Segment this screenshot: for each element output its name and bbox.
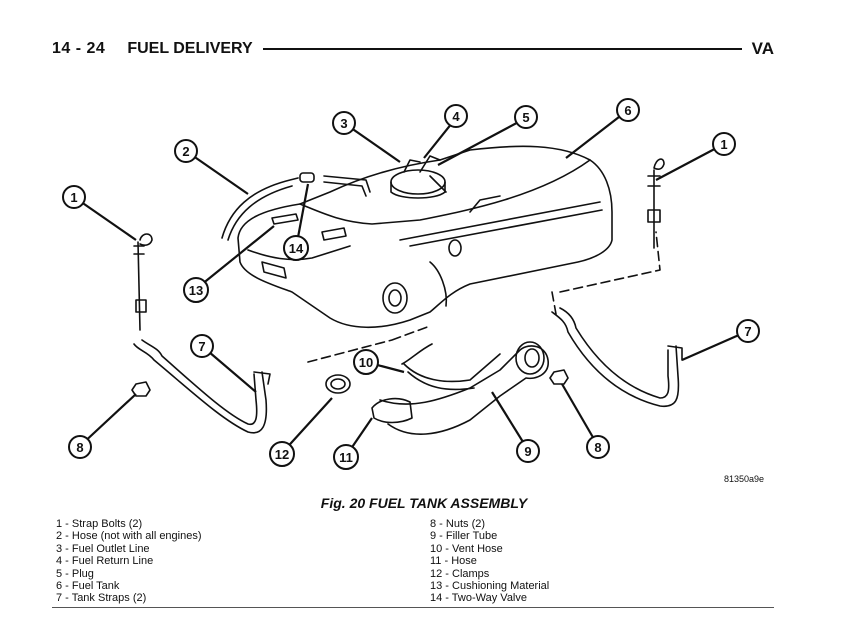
svg-text:12: 12: [275, 447, 289, 462]
svg-text:1: 1: [720, 137, 727, 152]
svg-text:11: 11: [339, 450, 353, 465]
legend-item: 11 - Hose: [430, 555, 477, 568]
svg-text:3: 3: [340, 116, 347, 131]
svg-text:10: 10: [359, 355, 373, 370]
callout-8-left: 8: [68, 435, 92, 459]
figure-caption: Fig. 20 FUEL TANK ASSEMBLY: [320, 495, 528, 511]
strap-bolt-left: [137, 241, 141, 331]
legend-item: 5 - Plug: [56, 567, 94, 580]
legend-item: 12 - Clamps: [430, 567, 490, 580]
legend-item: 3 - Fuel Outlet Line: [56, 542, 150, 555]
page-header: 14 - 24 FUEL DELIVERY VA: [52, 37, 774, 61]
callout-3: 3: [332, 111, 356, 135]
svg-text:7: 7: [744, 324, 751, 339]
svg-text:13: 13: [189, 283, 203, 298]
legend-item: 6 - Fuel Tank: [56, 580, 120, 593]
callout-7-left: 7: [190, 334, 214, 358]
legend-item: 14 - Two-Way Valve: [430, 592, 527, 605]
bottom-rule: [52, 607, 774, 608]
filler-tube-shape: [379, 345, 549, 435]
callout-11: 11: [333, 444, 359, 470]
callout-7-right: 7: [736, 319, 760, 343]
hose-shape: [221, 177, 299, 239]
legend-left: 1 - Strap Bolts (2) 2 - Hose (not with a…: [56, 518, 202, 605]
svg-text:2: 2: [182, 144, 189, 159]
callout-14: 14: [283, 235, 309, 261]
callout-8-right: 8: [586, 435, 610, 459]
page-number: 14 - 24: [52, 40, 106, 57]
callout-2: 2: [174, 139, 198, 163]
svg-text:8: 8: [594, 440, 601, 455]
legend-item: 13 - Cushioning Material: [430, 580, 550, 593]
svg-text:4: 4: [452, 109, 460, 124]
callout-10: 10: [353, 349, 379, 375]
callout-1-right: 1: [712, 132, 736, 156]
legend-right: 8 - Nuts (2) 9 - Filler Tube 10 - Vent H…: [430, 518, 549, 605]
callout-6: 6: [616, 98, 640, 122]
callout-9: 9: [516, 439, 540, 463]
fuel-tank-illustration: 2 3 4 5 6 1 1 7 7 8 8 9 10 11 12 13 14: [62, 98, 760, 470]
callout-13: 13: [183, 277, 209, 303]
svg-text:9: 9: [524, 444, 531, 459]
legend-item: 10 - Vent Hose: [430, 542, 503, 555]
model-code: VA: [751, 39, 774, 58]
svg-text:1: 1: [70, 190, 77, 205]
legend-item: 2 - Hose (not with all engines): [56, 530, 202, 543]
legend-item: 7 - Tank Straps (2): [56, 592, 147, 605]
svg-text:7: 7: [198, 339, 205, 354]
callout-12: 12: [269, 441, 295, 467]
svg-text:14: 14: [289, 241, 304, 256]
header-rule: [262, 48, 742, 50]
figure-id: 81350a9e: [724, 474, 765, 484]
legend-item: 9 - Filler Tube: [430, 530, 498, 543]
vent-hose-shape: [401, 343, 501, 383]
callout-5: 5: [514, 105, 538, 129]
callout-4: 4: [444, 104, 468, 128]
tank-strap-right: [551, 311, 680, 408]
callout-1-left: 1: [62, 185, 86, 209]
legend-item: 4 - Fuel Return Line: [56, 555, 154, 568]
svg-text:5: 5: [522, 110, 529, 125]
svg-text:6: 6: [624, 103, 631, 118]
tank-strap-left: [133, 343, 268, 434]
legend-item: 8 - Nuts (2): [430, 518, 486, 530]
legend-item: 1 - Strap Bolts (2): [56, 518, 143, 530]
section-title: FUEL DELIVERY: [127, 40, 253, 57]
svg-text:8: 8: [76, 440, 83, 455]
